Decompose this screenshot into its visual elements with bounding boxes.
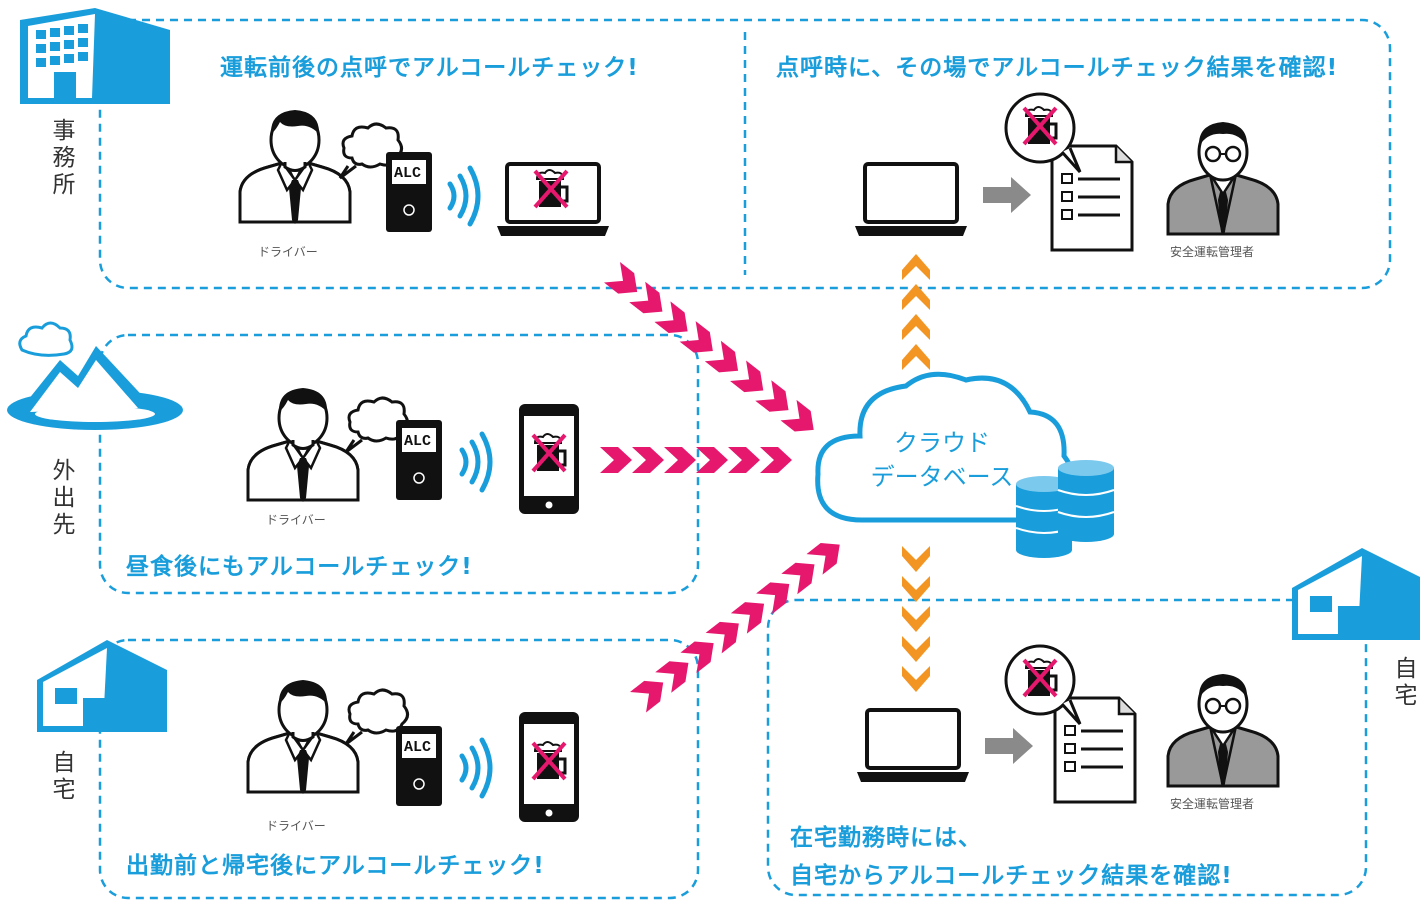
home-doc-icon bbox=[1053, 696, 1137, 804]
home-manager-laptop-icon bbox=[855, 708, 971, 784]
office-manager-laptop-icon bbox=[853, 162, 969, 238]
office-bubble-icon bbox=[1006, 94, 1080, 172]
label-driver-home: ドライバー bbox=[266, 819, 326, 833]
home-right-house-icon bbox=[1292, 548, 1420, 640]
pink-arrow-outside bbox=[600, 447, 792, 473]
office-driver-figure bbox=[238, 108, 352, 226]
home-driver-figure bbox=[246, 678, 360, 796]
label-driver-office: ドライバー bbox=[258, 245, 318, 259]
office-laptop-icon bbox=[495, 162, 611, 238]
caption-home-manager-1: 在宅勤務時には、 bbox=[790, 825, 982, 851]
home-manager-figure bbox=[1166, 672, 1280, 788]
home-left-house-icon bbox=[37, 640, 167, 732]
home-alc-label: ALC bbox=[404, 739, 431, 756]
place-home-left: 自宅 bbox=[48, 750, 74, 804]
office-gray-arrow-icon bbox=[983, 177, 1031, 213]
office-alc-device bbox=[385, 151, 433, 233]
place-home-right: 自宅 bbox=[1390, 656, 1416, 710]
outside-alc-label: ALC bbox=[404, 433, 431, 450]
outside-alc-device bbox=[395, 419, 443, 501]
home-bubble-icon bbox=[1006, 646, 1080, 724]
office-building-icon bbox=[20, 8, 170, 104]
caption-home-manager-2: 自宅からアルコールチェック結果を確認! bbox=[790, 863, 1233, 889]
cloud-label-line2: データベース bbox=[870, 463, 1014, 491]
outside-phone-icon bbox=[519, 404, 579, 514]
office-alc-label: ALC bbox=[394, 165, 421, 182]
cloud-label-line1: クラウド bbox=[894, 429, 990, 457]
orange-arrow-down bbox=[902, 546, 930, 692]
label-manager-home: 安全運転管理者 bbox=[1170, 797, 1255, 811]
home-wifi-icon bbox=[462, 740, 490, 796]
outside-driver-figure bbox=[246, 386, 360, 504]
label-manager-office: 安全運転管理者 bbox=[1170, 245, 1255, 259]
office-doc-icon bbox=[1050, 144, 1134, 252]
mountain-icon bbox=[7, 321, 183, 430]
office-box bbox=[98, 18, 1392, 290]
caption-outside: 昼食後にもアルコールチェック! bbox=[126, 554, 473, 580]
home-gray-arrow-icon bbox=[985, 728, 1033, 764]
place-office: 事務所 bbox=[48, 118, 74, 199]
place-outside: 外出先 bbox=[48, 458, 74, 539]
label-driver-outside: ドライバー bbox=[266, 513, 326, 527]
home-right-box bbox=[766, 598, 1368, 897]
caption-home-driver: 出勤前と帰宅後にアルコールチェック! bbox=[126, 853, 545, 879]
cloud-label: クラウド データベース bbox=[852, 426, 1032, 494]
home-phone-icon bbox=[519, 712, 579, 822]
home-left-box bbox=[98, 638, 700, 900]
database-icon bbox=[1015, 460, 1115, 558]
caption-office-driver: 運転前後の点呼でアルコールチェック! bbox=[220, 55, 639, 81]
pink-arrow-home bbox=[630, 534, 848, 713]
outside-box bbox=[98, 333, 700, 595]
office-manager-figure bbox=[1166, 120, 1280, 236]
caption-office-manager: 点呼時に、その場でアルコールチェック結果を確認! bbox=[776, 55, 1339, 81]
home-alc-device bbox=[395, 725, 443, 807]
orange-arrow-up bbox=[902, 254, 930, 370]
outside-wifi-icon bbox=[462, 434, 490, 490]
office-wifi-icon bbox=[450, 168, 478, 224]
